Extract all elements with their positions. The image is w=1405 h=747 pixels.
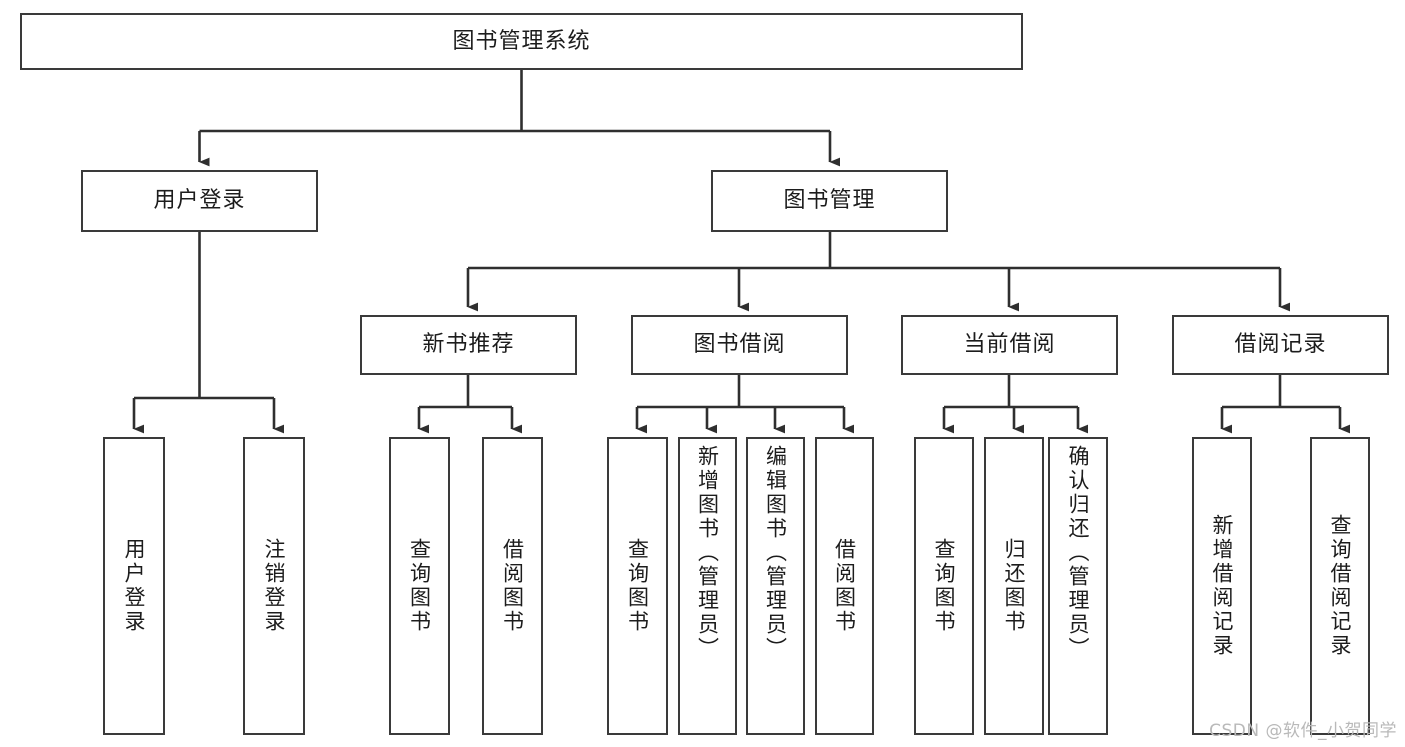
leaf-borrow-record-add-record[interactable]: 新增借阅记录 bbox=[1192, 437, 1252, 735]
leaf-book-borrow-borrow-book[interactable]: 借阅图书 bbox=[815, 437, 874, 735]
node-label: 新增图书（管理员） bbox=[695, 445, 720, 661]
node-borrow-record[interactable]: 借阅记录 bbox=[1172, 315, 1389, 375]
node-label: 借阅记录 bbox=[1234, 332, 1327, 358]
leaf-user-login-logout[interactable]: 注销登录 bbox=[243, 437, 305, 735]
node-label: 确认归还（管理员） bbox=[1066, 445, 1091, 661]
node-new-book-recommend[interactable]: 新书推荐 bbox=[360, 315, 577, 375]
node-label: 查询借阅记录 bbox=[1328, 514, 1353, 658]
node-label: 用户登录 bbox=[122, 538, 147, 634]
node-label: 归还图书 bbox=[1002, 538, 1027, 634]
node-label: 用户登录 bbox=[153, 188, 246, 214]
leaf-current-borrow-query-book[interactable]: 查询图书 bbox=[914, 437, 974, 735]
watermark-text: CSDN @软件_小贺同学 bbox=[1209, 721, 1397, 741]
leaf-book-borrow-edit-book-admin[interactable]: 编辑图书（管理员） bbox=[746, 437, 805, 735]
node-label: 查询图书 bbox=[932, 538, 957, 634]
node-label: 图书管理 bbox=[783, 188, 876, 214]
leaf-new-book-query-book[interactable]: 查询图书 bbox=[389, 437, 450, 735]
node-user-login[interactable]: 用户登录 bbox=[81, 170, 318, 232]
node-book-borrow[interactable]: 图书借阅 bbox=[631, 315, 848, 375]
node-label: 注销登录 bbox=[262, 538, 287, 634]
node-label: 编辑图书（管理员） bbox=[763, 445, 788, 661]
node-label: 新书推荐 bbox=[422, 332, 515, 358]
node-label: 图书管理系统 bbox=[452, 28, 591, 54]
node-label: 图书借阅 bbox=[693, 332, 786, 358]
node-label: 当前借阅 bbox=[963, 332, 1056, 358]
node-label: 查询图书 bbox=[625, 538, 650, 634]
leaf-new-book-borrow-book[interactable]: 借阅图书 bbox=[482, 437, 543, 735]
node-label: 新增借阅记录 bbox=[1210, 514, 1235, 658]
node-book-management[interactable]: 图书管理 bbox=[711, 170, 948, 232]
node-label: 借阅图书 bbox=[832, 538, 857, 634]
leaf-book-borrow-query-book[interactable]: 查询图书 bbox=[607, 437, 668, 735]
node-label: 借阅图书 bbox=[500, 538, 525, 634]
leaf-borrow-record-query-record[interactable]: 查询借阅记录 bbox=[1310, 437, 1370, 735]
leaf-book-borrow-add-book-admin[interactable]: 新增图书（管理员） bbox=[678, 437, 737, 735]
leaf-user-login-login[interactable]: 用户登录 bbox=[103, 437, 165, 735]
leaf-current-borrow-confirm-return-admin[interactable]: 确认归还（管理员） bbox=[1048, 437, 1108, 735]
node-root-book-management-system[interactable]: 图书管理系统 bbox=[20, 13, 1023, 70]
node-current-borrow[interactable]: 当前借阅 bbox=[901, 315, 1118, 375]
node-label: 查询图书 bbox=[407, 538, 432, 634]
leaf-current-borrow-return-book[interactable]: 归还图书 bbox=[984, 437, 1044, 735]
